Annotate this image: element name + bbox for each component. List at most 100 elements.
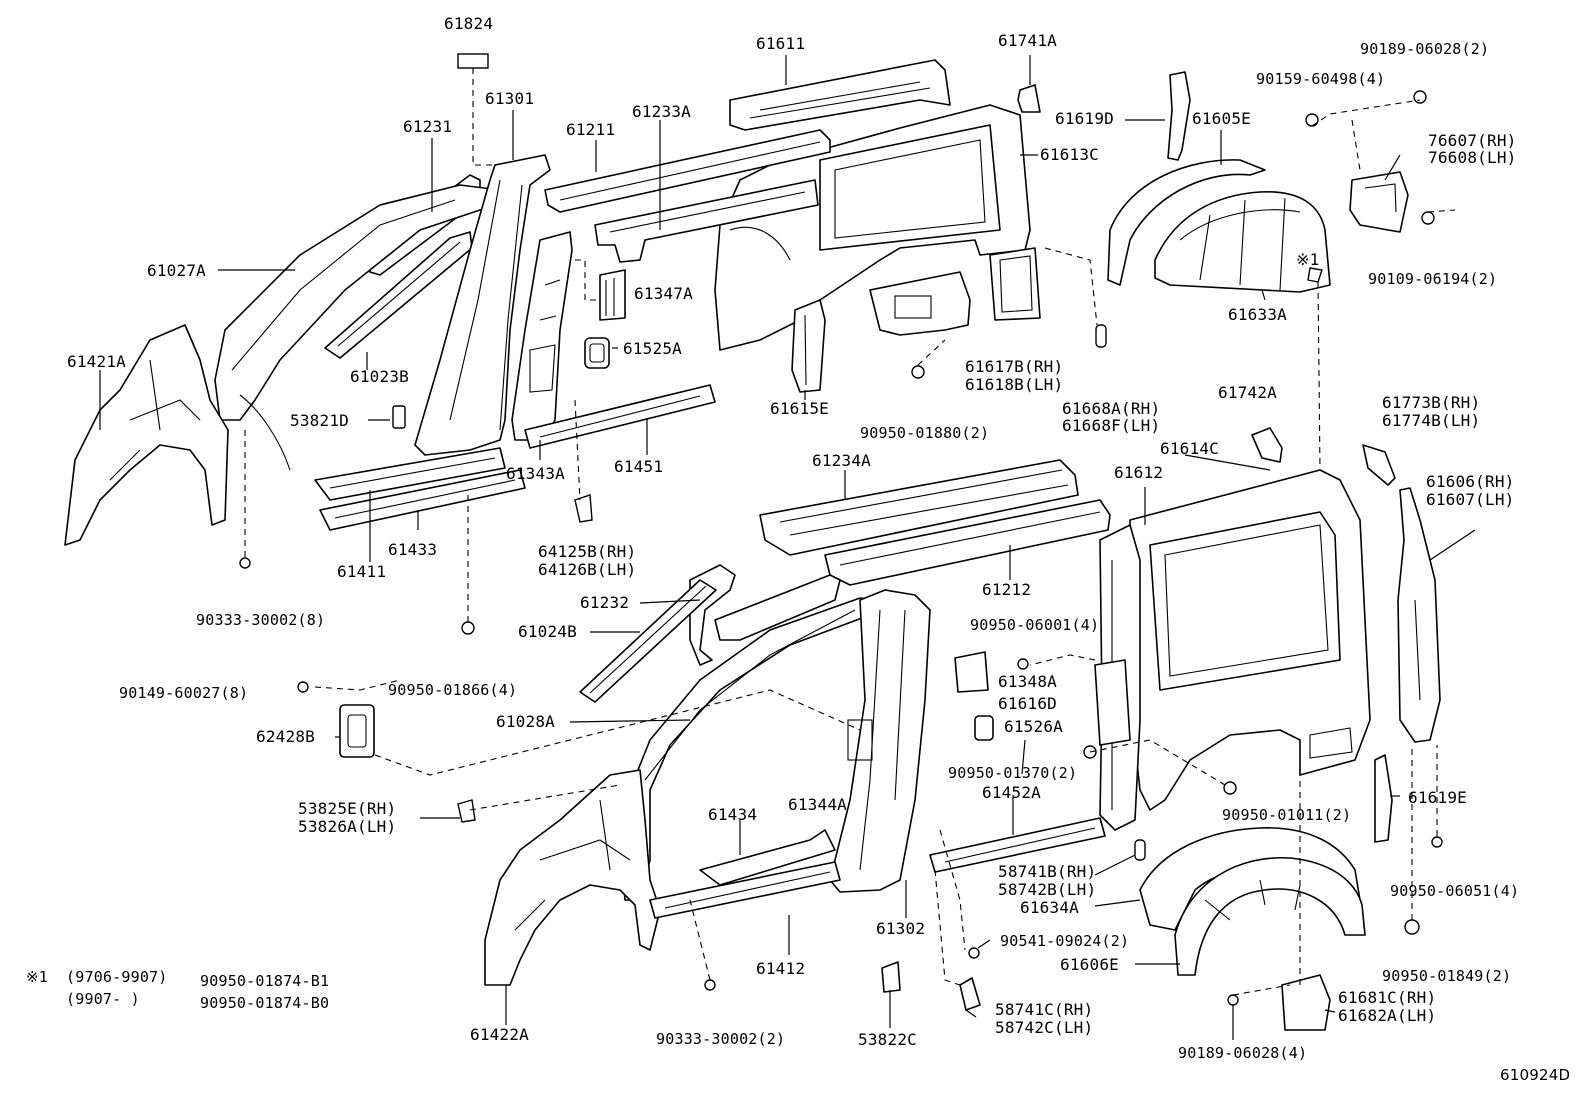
label-90109-06194: 90109-06194(2) [1368,270,1498,288]
label-61433: 61433 [388,540,438,559]
label-90950-01011: 90950-01011(2) [1222,806,1352,824]
footnote-range-1: (9706-9907) [66,968,168,986]
footnote-part-2: 90950-01874-B0 [200,994,330,1012]
label-61824: 61824 [444,14,494,33]
label-64126B: 64126B(LH) [538,560,637,579]
label-61027A: 61027A [147,261,206,280]
label-62428B: 62428B [256,727,315,746]
label-64125B: 64125B(RH) [538,542,637,561]
label-61619E: 61619E [1408,788,1467,807]
diagram-id: 610924D [1500,1066,1571,1084]
part-61614C [1129,469,1371,811]
label-58741C: 58741C(RH) [995,1000,1094,1019]
label-90189-06028-4: 90189-06028(4) [1178,1044,1308,1062]
label-61742A: 61742A [1218,383,1277,402]
label-90149-60027: 90149-60027(8) [119,684,249,702]
leader-lines [99,55,1476,1040]
label-61612: 61612 [1114,463,1164,482]
label-53821D: 53821D [290,411,349,430]
part-61348A [954,651,989,693]
label-61606: 61606(RH) [1426,472,1515,491]
label-61619D: 61619D [1055,109,1114,128]
label-61682A: 61682A(LH) [1338,1006,1437,1025]
label-61028A: 61028A [496,712,555,731]
part-61434 [699,829,836,886]
label-61422A: 61422A [470,1025,529,1044]
label-61616D: 61616D [998,694,1057,713]
part-61619D [1167,71,1191,161]
part-61606 [1397,487,1441,743]
label-61452A: 61452A [982,783,1041,802]
label-53822C: 53822C [858,1030,917,1049]
label-61617B: 61617B(RH) [965,357,1064,376]
label-61607: 61607(LH) [1426,490,1515,509]
label-58741B: 58741B(RH) [998,862,1097,881]
part-upper-rail-lower [714,574,841,641]
part-61741A [1017,84,1041,113]
label-61024B: 61024B [518,622,577,641]
label-61774B: 61774B(LH) [1382,411,1481,430]
label-61421A: 61421A [67,352,126,371]
part-61615E [791,299,826,393]
part-61301 [414,154,551,456]
part-62428B [339,704,375,758]
label-61234A: 61234A [812,451,871,470]
part-61452A [929,817,1106,873]
label-61606E: 61606E [1060,955,1119,974]
label-61302: 61302 [876,919,926,938]
part-61681C [1281,974,1331,1031]
label-90950-06001: 90950-06001(4) [970,616,1100,634]
part-61411 [314,447,506,501]
label-58742B: 58742B(LH) [998,880,1097,899]
part-61024B [579,579,717,703]
part-61742A [1251,427,1283,463]
label-61347A: 61347A [634,284,693,303]
part-61023B [324,231,473,359]
label-61348A: 61348A [998,672,1057,691]
part-61347A [599,269,626,321]
label-61211: 61211 [566,120,616,139]
fasteners-upper [239,90,1435,693]
label-61614C: 61614C [1160,439,1219,458]
part-61234A [759,459,1079,556]
label-90159-60498: 90159-60498(4) [1256,70,1386,88]
part-61617B [989,247,1041,321]
label-61412: 61412 [756,959,806,978]
part-61412 [649,861,841,919]
label-61613C: 61613C [1040,145,1099,164]
label-58742C: 58742C(LH) [995,1018,1094,1037]
label-61434: 61434 [708,805,758,824]
part-61619E [1374,754,1393,843]
label-61411: 61411 [337,562,387,581]
part-61233A [594,179,819,263]
label-90333-30002-2: 90333-30002(2) [656,1030,786,1048]
part-61422A [484,769,661,986]
part-61027A [214,184,501,471]
label-61212: 61212 [982,580,1032,599]
label-61526A: 61526A [1004,717,1063,736]
label-90950-01849: 90950-01849(2) [1382,967,1512,985]
part-61211 [544,129,831,213]
fasteners-lower [457,658,1443,1006]
label-61741A: 61741A [998,31,1057,50]
part-61613C [714,104,1031,351]
part-58741C [959,977,981,1011]
part-61606E [1174,857,1366,976]
label-53826A: 53826A(LH) [298,817,397,836]
part-61824-symbol [457,53,489,69]
footnote-range-2: (9907- ) [66,990,140,1008]
part-61451 [524,384,716,449]
label-90541-09024: 90541-09024(2) [1000,932,1130,950]
label-90950-01866: 90950-01866(4) [388,681,518,699]
label-61615E: 61615E [770,399,829,418]
part-61611 [729,59,951,131]
label-61681C: 61681C(RH) [1338,988,1437,1007]
part-76607 [1349,171,1409,233]
label-61611: 61611 [756,34,806,53]
label-61668A: 61668A(RH) [1062,399,1161,418]
dashed-lines [244,68,1456,996]
footnote-mark: ※1 [26,968,48,986]
label-61343A: 61343A [506,464,565,483]
